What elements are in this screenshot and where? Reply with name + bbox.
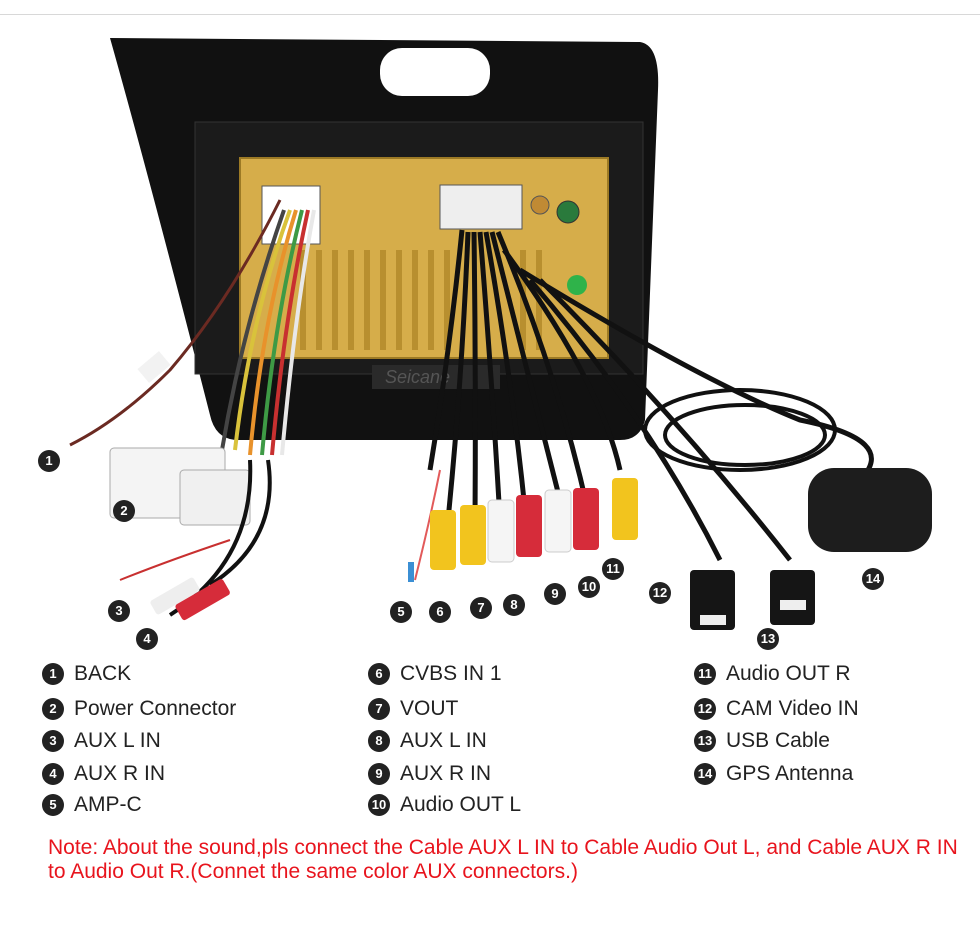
aux-l-in-left-plug bbox=[150, 577, 200, 615]
legend-item-back: 1 BACK bbox=[42, 660, 131, 688]
legend-label: AUX L IN bbox=[400, 729, 487, 752]
legend-num: 11 bbox=[694, 663, 716, 685]
qc-sticker bbox=[567, 275, 587, 295]
legend: 1 BACK 2 Power Connector 3 AUX L IN 4 AUX R … bbox=[0, 660, 980, 830]
marker-9: 9 bbox=[544, 583, 566, 605]
back-cable bbox=[69, 199, 282, 447]
legend-label: AMP-C bbox=[74, 793, 142, 816]
legend-num: 4 bbox=[42, 763, 64, 785]
back-tag bbox=[137, 351, 171, 383]
marker-12: 12 bbox=[649, 582, 671, 604]
legend-label: Power Connector bbox=[74, 697, 237, 720]
legend-item-usb-cable: 13 USB Cable bbox=[694, 727, 830, 755]
legend-label: VOUT bbox=[400, 697, 459, 720]
legend-item-aux-l-in-2: 8 AUX L IN bbox=[368, 727, 487, 755]
marker-2: 2 bbox=[113, 500, 135, 522]
radio-antenna-port bbox=[530, 195, 550, 215]
legend-item-aux-r-in: 4 AUX R IN bbox=[42, 760, 165, 788]
marker-4: 4 bbox=[136, 628, 158, 650]
mounting-slot bbox=[380, 48, 490, 96]
marker-10: 10 bbox=[578, 576, 600, 598]
top-divider bbox=[0, 14, 980, 15]
av-socket bbox=[439, 184, 523, 230]
wiring-note: Note: About the sound,pls connect the Ca… bbox=[48, 836, 958, 883]
legend-item-audio-out-l: 10 Audio OUT L bbox=[368, 791, 521, 819]
legend-num: 12 bbox=[694, 698, 716, 720]
marker-1: 1 bbox=[38, 450, 60, 472]
legend-item-aux-l-in: 3 AUX L IN bbox=[42, 727, 161, 755]
gps-port bbox=[556, 200, 580, 224]
gps-antenna bbox=[808, 468, 932, 552]
legend-num: 9 bbox=[368, 763, 390, 785]
rca-plugs bbox=[430, 478, 638, 570]
legend-item-power-connector: 2 Power Connector bbox=[42, 695, 236, 723]
usb-plug-2 bbox=[770, 570, 815, 625]
legend-item-cvbs-in-1: 6 CVBS IN 1 bbox=[368, 660, 502, 688]
brand-watermark: Seicane bbox=[385, 367, 450, 387]
marker-14: 14 bbox=[862, 568, 884, 590]
wiring-illustration: Seicane bbox=[69, 38, 932, 630]
legend-num: 5 bbox=[42, 794, 64, 816]
legend-num: 6 bbox=[368, 663, 390, 685]
legend-num: 10 bbox=[368, 794, 390, 816]
aux-r-in-left-plug bbox=[175, 579, 230, 621]
marker-5: 5 bbox=[390, 601, 412, 623]
legend-item-aux-r-in-2: 9 AUX R IN bbox=[368, 760, 491, 788]
legend-label: USB Cable bbox=[726, 729, 830, 752]
legend-item-cam-video-in: 12 CAM Video IN bbox=[694, 695, 859, 723]
legend-item-amp-c: 5 AMP-C bbox=[42, 791, 142, 819]
amp-c-tip bbox=[408, 562, 414, 582]
cable-coil bbox=[643, 388, 837, 472]
legend-item-vout: 7 VOUT bbox=[368, 695, 458, 723]
amp-c-wire bbox=[414, 469, 441, 581]
power-connector-2 bbox=[179, 469, 251, 526]
legend-label: AUX R IN bbox=[74, 762, 166, 785]
marker-11: 11 bbox=[602, 558, 624, 580]
legend-num: 14 bbox=[694, 763, 716, 785]
legend-label: AUX L IN bbox=[74, 729, 161, 752]
marker-6: 6 bbox=[429, 601, 451, 623]
legend-num: 13 bbox=[694, 730, 716, 752]
legend-item-audio-out-r: 11 Audio OUT R bbox=[694, 660, 851, 688]
legend-item-gps-antenna: 14 GPS Antenna bbox=[694, 760, 853, 788]
marker-8: 8 bbox=[503, 594, 525, 616]
legend-num: 7 bbox=[368, 698, 390, 720]
legend-num: 8 bbox=[368, 730, 390, 752]
legend-label: Audio OUT L bbox=[400, 793, 522, 816]
legend-num: 3 bbox=[42, 730, 64, 752]
legend-num: 1 bbox=[42, 663, 64, 685]
legend-label: CAM Video IN bbox=[726, 697, 859, 720]
legend-num: 2 bbox=[42, 698, 64, 720]
marker-7: 7 bbox=[470, 597, 492, 619]
legend-label: GPS Antenna bbox=[726, 762, 854, 785]
legend-label: BACK bbox=[74, 662, 132, 685]
legend-label: AUX R IN bbox=[400, 762, 492, 785]
marker-3: 3 bbox=[108, 600, 130, 622]
watermark-bar bbox=[372, 365, 500, 389]
legend-label: CVBS IN 1 bbox=[400, 662, 502, 685]
amp-wire bbox=[119, 539, 231, 581]
legend-label: Audio OUT R bbox=[726, 662, 851, 685]
marker-13: 13 bbox=[757, 628, 779, 650]
heatsink-fins bbox=[300, 250, 542, 350]
